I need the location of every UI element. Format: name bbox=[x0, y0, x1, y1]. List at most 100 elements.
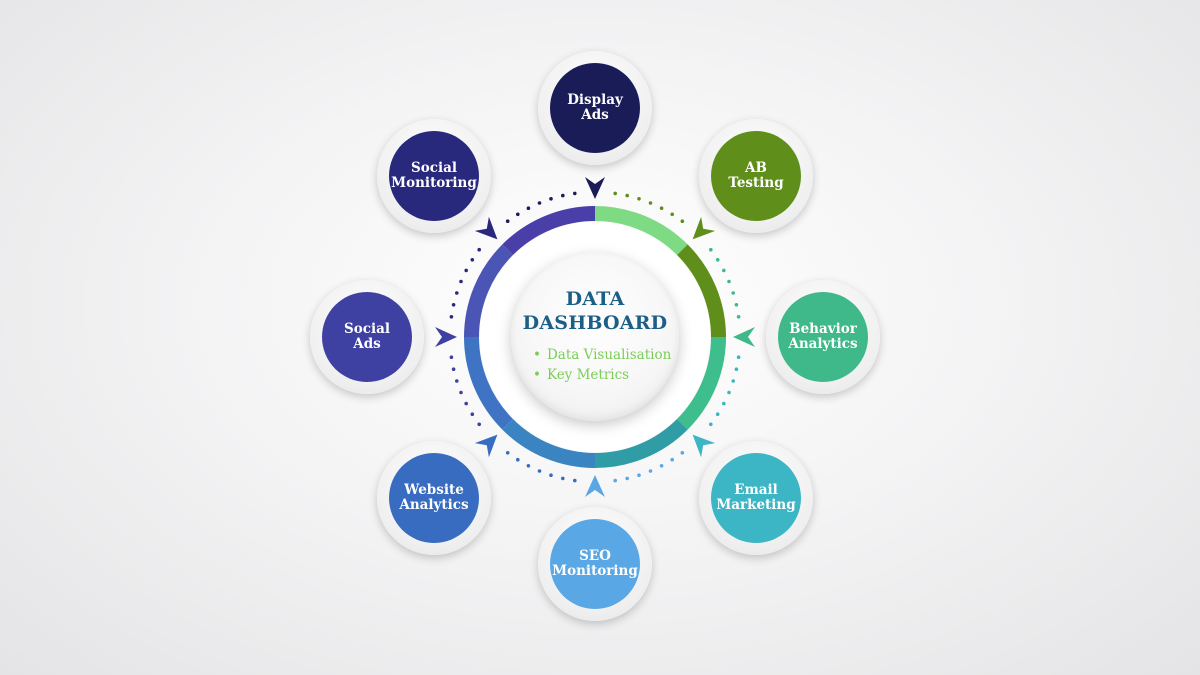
arrowhead-icon bbox=[474, 434, 498, 458]
node-social-monitoring-circle[interactable]: Social Monitoring bbox=[389, 131, 479, 221]
hub-bullet-item: Data Visualisation bbox=[533, 345, 671, 365]
node-label-line2: Testing bbox=[728, 175, 784, 191]
hub-bullet-item: Key Metrics bbox=[533, 365, 671, 385]
node-seo-monitoring-circle[interactable]: SEO Monitoring bbox=[550, 519, 640, 609]
connector-dot bbox=[736, 355, 741, 360]
connector-dot bbox=[734, 303, 739, 307]
connector-dot bbox=[648, 469, 653, 473]
arrowhead-icon bbox=[585, 177, 605, 199]
node-label-line1: Social bbox=[411, 160, 457, 176]
connector-dot bbox=[715, 412, 720, 417]
connector-dot bbox=[505, 451, 510, 455]
connector-dot bbox=[459, 390, 463, 395]
node-behavior-analytics: Behavior Analytics bbox=[766, 280, 880, 394]
connector-dot bbox=[731, 379, 735, 383]
node-label-line2: Ads bbox=[581, 107, 609, 123]
ring-segment bbox=[595, 419, 688, 468]
arrowhead-icon bbox=[692, 434, 716, 458]
node-email-marketing-circle[interactable]: Email Marketing bbox=[711, 453, 801, 543]
connector-dot bbox=[573, 191, 577, 196]
connector-dot bbox=[549, 197, 553, 201]
connector-dot bbox=[561, 193, 565, 198]
ring-segment bbox=[595, 206, 688, 255]
connector-dot bbox=[731, 291, 735, 295]
ring-segment bbox=[677, 244, 726, 337]
connector-dot bbox=[637, 197, 641, 201]
node-label-line2: Marketing bbox=[716, 497, 796, 513]
node-label-line1: Display bbox=[567, 92, 623, 108]
connector-dot bbox=[573, 478, 577, 483]
hub-title-line1: DATA bbox=[565, 288, 625, 310]
node-label-line1: Social bbox=[344, 321, 390, 337]
node-social-ads: Social Ads bbox=[310, 280, 424, 394]
hub-title-line2: DASHBOARD bbox=[522, 312, 668, 334]
connector-dot bbox=[516, 212, 520, 217]
connector-dot bbox=[722, 401, 726, 406]
connector-dot bbox=[470, 258, 475, 262]
connector-dot bbox=[516, 457, 520, 462]
hub-title: DATA DASHBOARD bbox=[511, 287, 679, 335]
connector-dot bbox=[449, 355, 454, 360]
node-label-line1: SEO bbox=[579, 548, 611, 564]
node-label-line2: Analytics bbox=[399, 497, 469, 513]
connector-dot bbox=[734, 367, 739, 372]
connector-dot bbox=[625, 193, 629, 198]
node-social-monitoring: Social Monitoring bbox=[377, 119, 491, 233]
arrowhead-icon bbox=[435, 327, 457, 347]
node-display-ads-circle[interactable]: Display Ads bbox=[550, 63, 640, 153]
connector-dot bbox=[505, 219, 510, 223]
node-label-line2: Monitoring bbox=[552, 563, 638, 579]
connector-dot bbox=[722, 268, 726, 273]
connector-dot bbox=[477, 422, 482, 427]
ring-segment bbox=[464, 337, 513, 430]
connector-dot bbox=[680, 451, 685, 455]
connector-dot bbox=[613, 478, 617, 483]
node-label-line1: Website bbox=[404, 482, 464, 498]
connector-dot bbox=[659, 464, 664, 468]
connector-dot bbox=[561, 476, 565, 481]
connector-dot bbox=[537, 201, 542, 205]
hub-bullet-list: Data Visualisation Key Metrics bbox=[533, 345, 671, 385]
arrowhead-icon bbox=[692, 216, 716, 240]
connector-dot bbox=[451, 367, 456, 372]
connector-dot bbox=[464, 401, 469, 406]
node-website-analytics: Website Analytics bbox=[377, 441, 491, 555]
connector-dot bbox=[526, 206, 531, 210]
connector-dot bbox=[464, 268, 469, 273]
node-label-line1: Email bbox=[734, 482, 778, 498]
node-label-line2: Analytics bbox=[788, 336, 858, 352]
connector-dot bbox=[449, 315, 454, 319]
node-ab-testing-circle[interactable]: AB Testing bbox=[711, 131, 801, 221]
connector-dot bbox=[549, 473, 553, 478]
connector-dot bbox=[470, 412, 475, 417]
node-behavior-analytics-circle[interactable]: Behavior Analytics bbox=[778, 292, 868, 382]
connector-dot bbox=[680, 219, 685, 223]
connector-dot bbox=[451, 303, 456, 307]
node-display-ads: Display Ads bbox=[538, 51, 652, 165]
connector-dot bbox=[715, 258, 720, 262]
arrowheads bbox=[435, 177, 755, 497]
connector-dot bbox=[736, 315, 741, 319]
connector-dot bbox=[659, 206, 664, 210]
connector-dot bbox=[670, 457, 674, 462]
ring-segment bbox=[464, 244, 513, 337]
node-social-ads-circle[interactable]: Social Ads bbox=[322, 292, 412, 382]
ring-segment bbox=[502, 206, 595, 255]
arrowhead-icon bbox=[733, 327, 755, 347]
connector-dot bbox=[709, 247, 713, 252]
node-label-line2: Ads bbox=[353, 336, 381, 352]
node-label-line1: AB bbox=[745, 160, 767, 176]
node-seo-monitoring: SEO Monitoring bbox=[538, 507, 652, 621]
connector-dot bbox=[477, 247, 482, 252]
connector-dot bbox=[637, 473, 641, 478]
connector-dot bbox=[455, 379, 459, 383]
node-website-analytics-circle[interactable]: Website Analytics bbox=[389, 453, 479, 543]
node-ab-testing: AB Testing bbox=[699, 119, 813, 233]
arrowhead-icon bbox=[585, 475, 605, 497]
connector-dot bbox=[727, 390, 731, 395]
connector-dot bbox=[537, 469, 542, 473]
node-label-line2: Monitoring bbox=[391, 175, 477, 191]
connector-dot bbox=[727, 279, 731, 284]
ring-segment bbox=[677, 337, 726, 430]
connector-dot bbox=[670, 212, 674, 217]
